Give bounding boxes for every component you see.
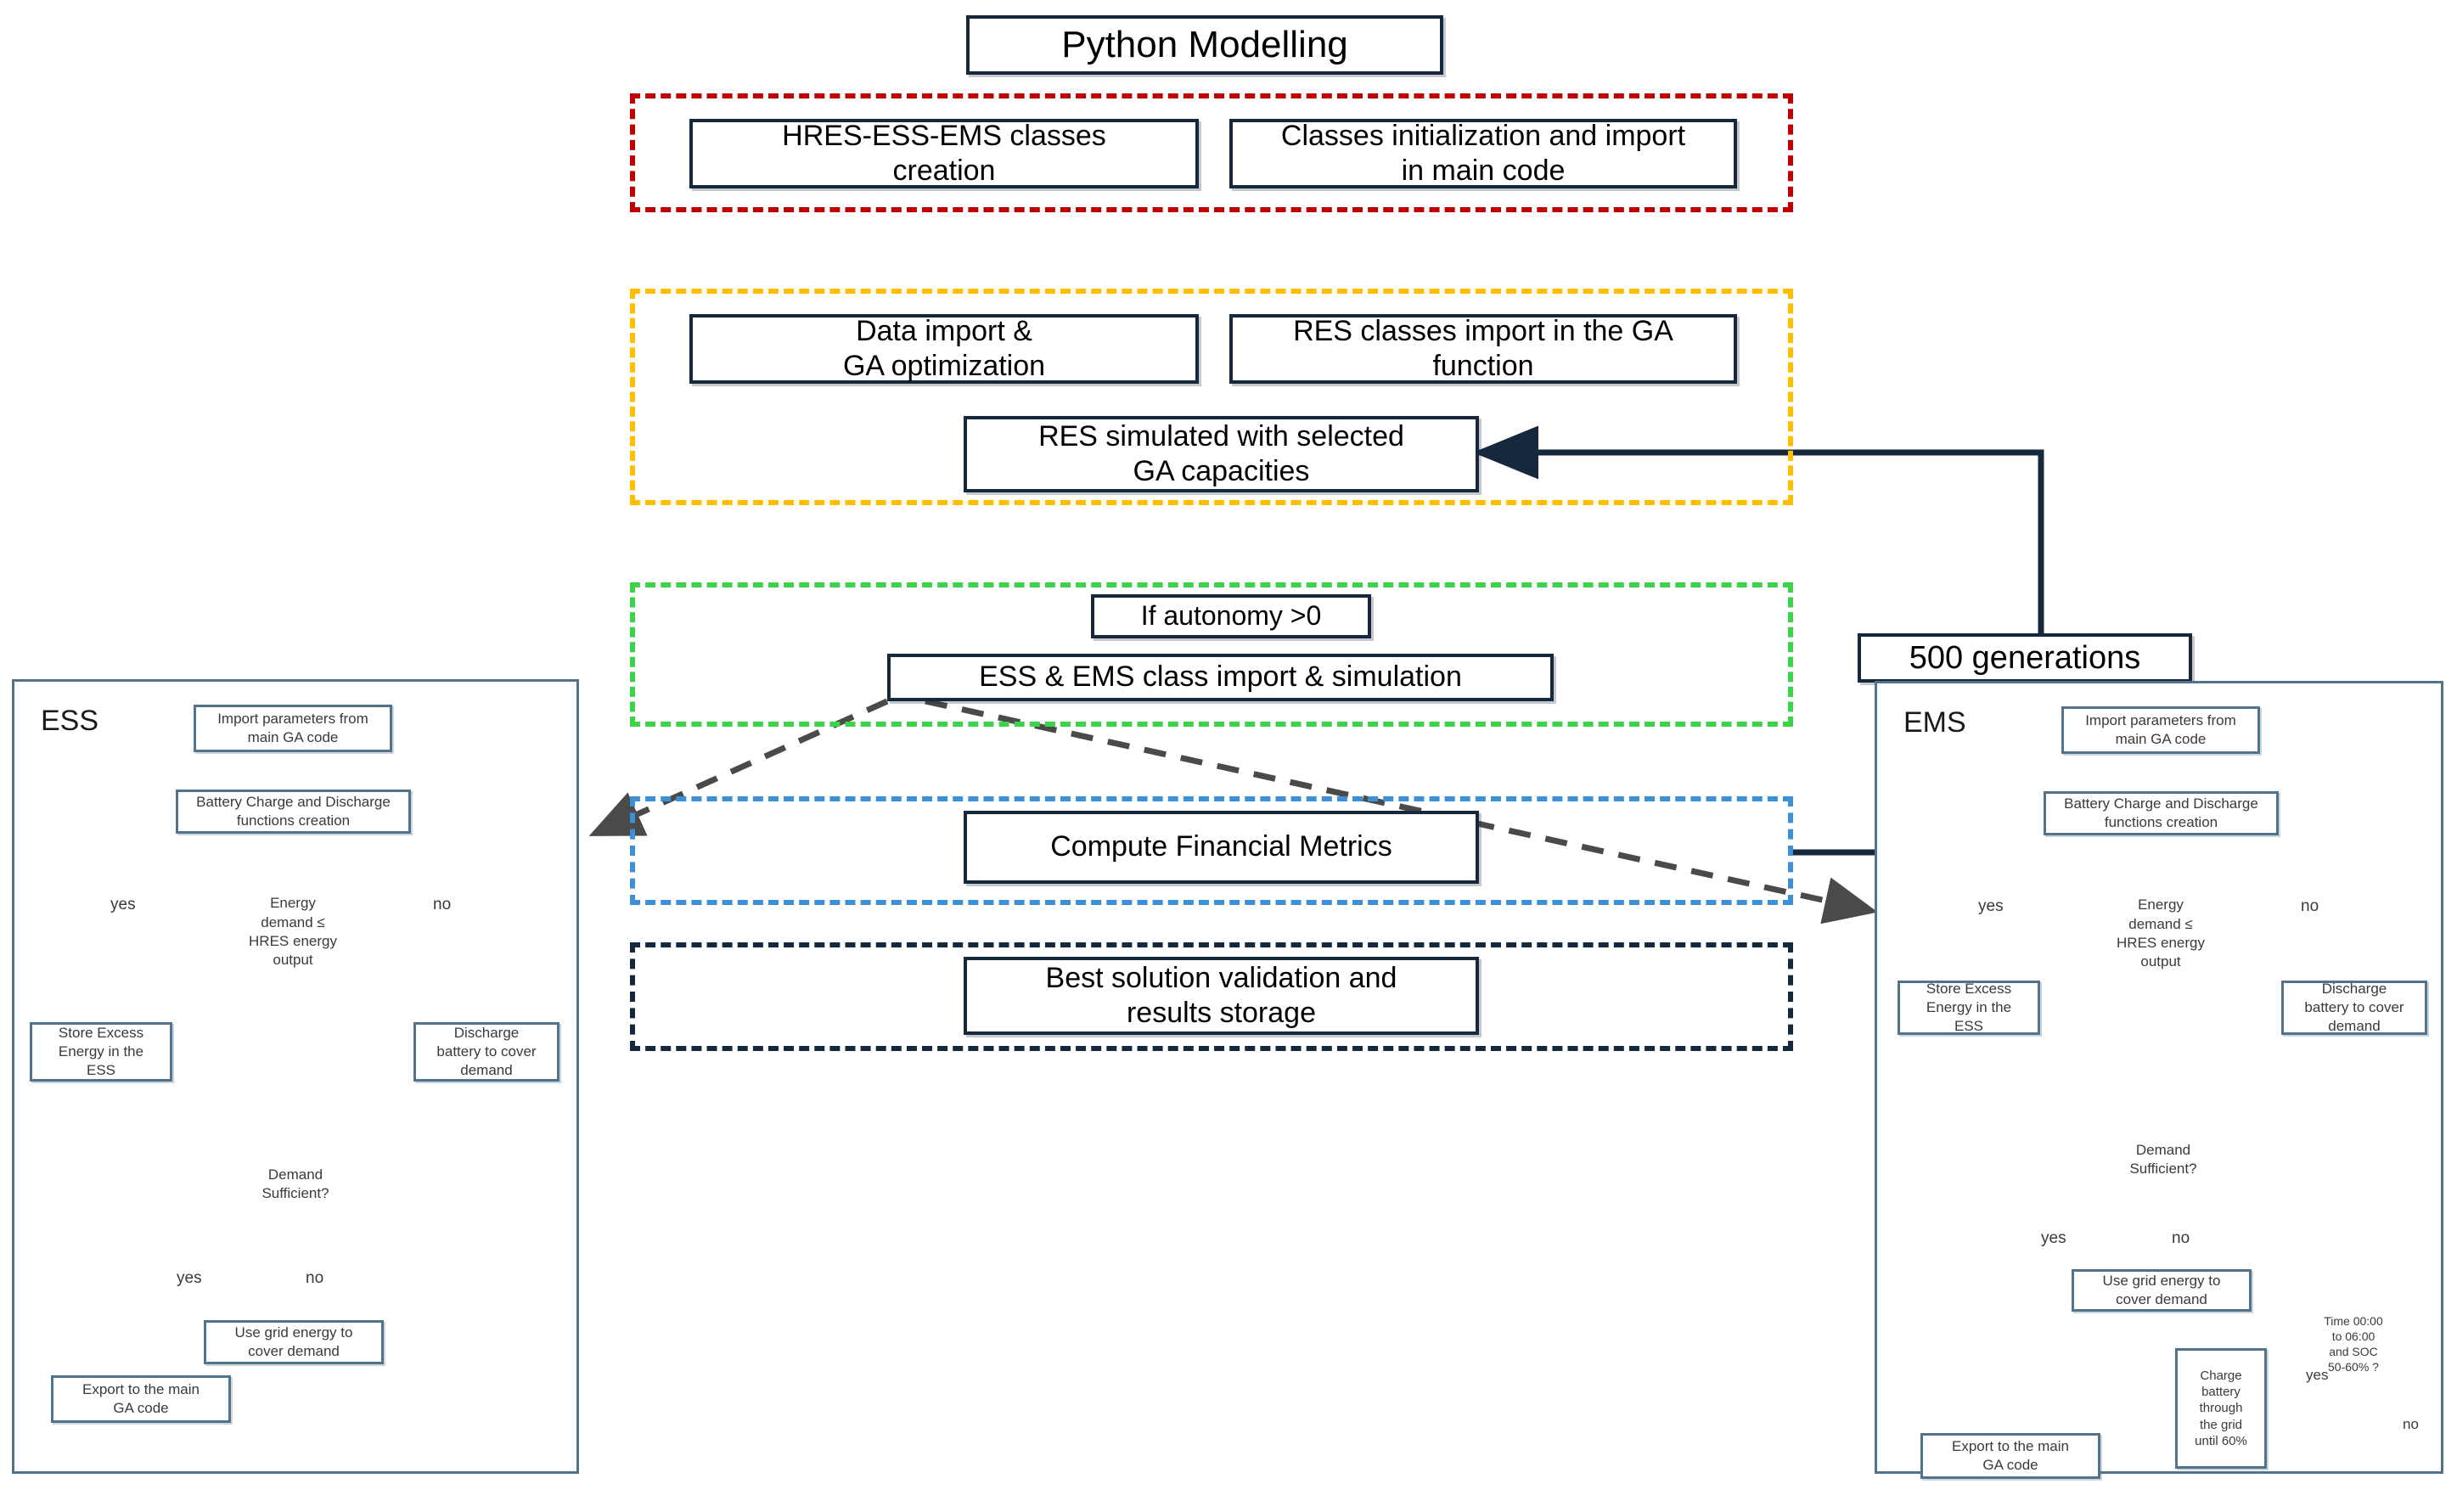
best-solution-validation-box[interactable]: Best solution validation and results sto…: [964, 957, 1479, 1035]
generations-box[interactable]: 500 generations: [1858, 633, 2192, 683]
ems-no-label-2: no: [2172, 1229, 2190, 1247]
ems-charge-battery-grid-node[interactable]: Charge battery through the grid until 60…: [2175, 1348, 2267, 1469]
financial-metrics-group: [630, 796, 1793, 905]
ess-no-label-1: no: [433, 896, 452, 913]
python-modelling-title: Python Modelling: [966, 15, 1443, 75]
data-import-ga-optimization-box[interactable]: Data import & GA optimization: [689, 314, 1199, 384]
ess-yes-label-1: yes: [110, 896, 136, 913]
if-autonomy-box[interactable]: If autonomy >0: [1091, 594, 1371, 638]
ess-export-main-ga-node[interactable]: Export to the main GA code: [51, 1375, 231, 1423]
ess-battery-functions-node[interactable]: Battery Charge and Discharge functions c…: [176, 790, 411, 834]
ess-label: ESS: [41, 705, 99, 737]
ems-battery-functions-node[interactable]: Battery Charge and Discharge functions c…: [2044, 791, 2279, 835]
res-classes-import-box[interactable]: RES classes import in the GA function: [1229, 314, 1737, 384]
best-solution-group: [630, 942, 1793, 1051]
ems-yes-label-1: yes: [1978, 897, 2004, 915]
ess-discharge-battery-node[interactable]: Discharge battery to cover demand: [413, 1022, 559, 1082]
ems-no-label-1: no: [2301, 897, 2319, 915]
ems-export-main-ga-node[interactable]: Export to the main GA code: [1920, 1433, 2100, 1479]
ess-ems-simulation-group: [630, 582, 1793, 727]
ess-no-label-2: no: [306, 1269, 324, 1287]
ess-import-parameters-node[interactable]: Import parameters from main GA code: [194, 705, 392, 752]
ems-yes-label-2: yes: [2041, 1229, 2066, 1247]
res-simulated-capacities-box[interactable]: RES simulated with selected GA capacitie…: [964, 416, 1479, 492]
ess-yes-label-2: yes: [177, 1269, 202, 1287]
ga-optimization-group: [630, 289, 1793, 505]
classes-initialization-box[interactable]: Classes initialization and import in mai…: [1229, 119, 1737, 188]
ess-store-excess-node[interactable]: Store Excess Energy in the ESS: [30, 1022, 172, 1082]
ems-no-label-3: no: [2403, 1416, 2419, 1432]
ess-ems-class-import-box[interactable]: ESS & EMS class import & simulation: [887, 654, 1554, 701]
ems-import-parameters-node[interactable]: Import parameters from main GA code: [2061, 706, 2260, 754]
hres-ess-ems-classes-box[interactable]: HRES-ESS-EMS classes creation: [689, 119, 1199, 188]
ems-yes-label-3: yes: [2306, 1367, 2329, 1383]
ems-use-grid-energy-node[interactable]: Use grid energy to cover demand: [2072, 1269, 2252, 1312]
ess-use-grid-energy-node[interactable]: Use grid energy to cover demand: [204, 1320, 384, 1364]
ems-discharge-battery-node[interactable]: Discharge battery to cover demand: [2281, 981, 2427, 1035]
compute-financial-metrics-box[interactable]: Compute Financial Metrics: [964, 811, 1479, 884]
ems-store-excess-node[interactable]: Store Excess Energy in the ESS: [1898, 981, 2040, 1035]
classes-creation-group: [630, 93, 1793, 212]
ems-label: EMS: [1903, 706, 1966, 739]
